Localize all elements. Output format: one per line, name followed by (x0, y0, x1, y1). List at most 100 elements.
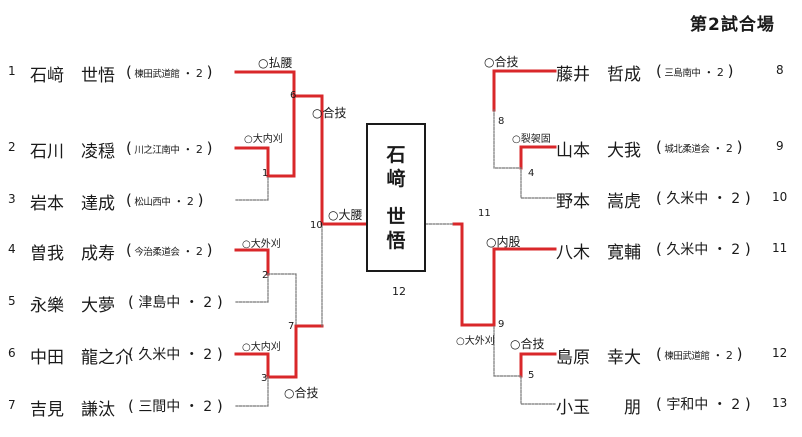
champion-char-4: 悟 (386, 229, 406, 252)
page-title: 第2試合場 (690, 15, 775, 35)
path-p11 (492, 247, 557, 272)
player-school: ( 宇和中 ・ 2 ) (656, 395, 751, 413)
match-number-9: 9 (498, 319, 505, 330)
player-name: 吉見 謙汰 (30, 400, 115, 420)
player-school: ( 城北柔道会 ・ 2 ) (656, 138, 742, 156)
technique-match-8: ○合技 (484, 55, 519, 69)
player-grade: 2 (195, 67, 203, 80)
technique-match-7: ○合技 (284, 386, 319, 400)
player-name: 島原 幸大 (556, 348, 641, 368)
player-name: 石﨑 世悟 (30, 66, 115, 86)
player-school: ( 楝田武道館 ・ 2 ) (126, 63, 212, 81)
path-p8 (492, 69, 557, 112)
player-grade: 2 (725, 349, 733, 362)
player-seed: 3 (8, 192, 16, 206)
path-final-r (452, 222, 464, 327)
player-affiliation: 城北柔道会 (664, 144, 710, 155)
champion-char-1: 石 (386, 143, 406, 166)
player-school: ( 久米中 ・ 2 ) (656, 189, 751, 207)
player-seed: 9 (776, 139, 784, 153)
player-affiliation: 松山西中 (134, 197, 171, 208)
match-number-10: 10 (310, 220, 323, 231)
player-seed: 11 (772, 241, 788, 255)
player-school: ( 今治柔道会 ・ 2 ) (126, 241, 212, 259)
match-number-5: 5 (528, 370, 535, 381)
player-school: ( 三間中 ・ 2 ) (128, 397, 223, 415)
match-number-1: 1 (262, 168, 269, 179)
path-p12 (519, 352, 557, 378)
player-name: 野本 嵩虎 (556, 192, 641, 212)
technique-match-1: ○大内刈 (244, 134, 283, 145)
player-grade: 2 (186, 195, 194, 208)
player-affiliation: 三間中 (138, 399, 181, 415)
player-school: ( 久米中 ・ 2 ) (128, 345, 223, 363)
player-seed: 7 (8, 398, 16, 412)
champion-char-3: 世 (386, 205, 406, 228)
player-seed: 5 (8, 294, 16, 308)
path-m7 (294, 324, 324, 379)
technique-match-9: ○大外刈 (456, 336, 495, 347)
player-affiliation: 三島南中 (664, 68, 701, 79)
player-name: 藤井 哲成 (556, 65, 641, 85)
technique-match-11-r: ○内股 (486, 235, 521, 249)
match-number-8: 8 (498, 116, 505, 127)
player-name: 永樂 大夢 (30, 296, 115, 316)
player-seed: 12 (772, 346, 788, 360)
match-number-12: 12 (392, 285, 406, 298)
player-grade: 2 (731, 397, 741, 413)
path-p9 (519, 145, 557, 170)
technique-match-10-r1: ○合技 (312, 106, 347, 120)
path-p4 (234, 248, 270, 276)
player-seed: 4 (8, 242, 16, 256)
player-affiliation: 今治柔道会 (134, 247, 180, 258)
champion-box: 石 﨑 世 悟 (366, 123, 426, 272)
match-number-7: 7 (288, 321, 295, 332)
player-name: 山本 大我 (556, 141, 641, 161)
player-grade: 2 (731, 242, 741, 258)
player-affiliation: 楝田武道館 (134, 69, 180, 80)
player-name: 岩本 達成 (30, 194, 115, 214)
player-affiliation: 津島中 (138, 295, 181, 311)
player-grade: 2 (195, 245, 203, 258)
player-grade: 2 (725, 142, 733, 155)
player-name: 小玉 朋 (556, 398, 641, 418)
technique-match-10: ○大腰 (328, 208, 363, 222)
player-school: ( 松山西中 ・ 2 ) (126, 191, 203, 209)
player-name: 中田 龍之介 (30, 348, 132, 368)
player-seed: 6 (8, 346, 16, 360)
player-school: ( 津島中 ・ 2 ) (128, 293, 223, 311)
player-affiliation: 久米中 (138, 347, 181, 363)
path-p6 (234, 352, 270, 379)
player-grade: 2 (203, 399, 213, 415)
match-number-6: 6 (290, 90, 297, 101)
player-school: ( 川之江南中 ・ 2 ) (126, 139, 212, 157)
player-grade: 2 (203, 295, 213, 311)
player-school: ( 三島南中 ・ 2 ) (656, 62, 733, 80)
match-number-11: 11 (478, 208, 491, 219)
player-affiliation: 久米中 (666, 242, 709, 258)
player-affiliation: 楝田武道館 (664, 351, 710, 362)
player-school: ( 久米中 ・ 2 ) (656, 240, 751, 258)
match-number-2: 2 (262, 270, 269, 281)
player-grade: 2 (203, 347, 213, 363)
player-school: ( 楝田武道館 ・ 2 ) (656, 345, 742, 363)
player-grade: 2 (195, 143, 203, 156)
technique-match-5: ○合技 (510, 337, 545, 351)
match-number-4: 4 (528, 168, 535, 179)
path-p1 (234, 70, 296, 124)
player-affiliation: 久米中 (666, 191, 709, 207)
player-name: 八木 寛輔 (556, 243, 641, 263)
technique-match-6: ○払腰 (258, 56, 293, 70)
player-name: 石川 凌穏 (30, 142, 115, 162)
player-seed: 1 (8, 64, 16, 78)
technique-match-3: ○大内刈 (242, 342, 281, 353)
player-seed: 13 (772, 396, 788, 410)
technique-match-2: ○大外刈 (242, 239, 281, 250)
player-grade: 2 (716, 66, 724, 79)
player-name: 曽我 成寿 (30, 244, 115, 264)
champion-char-2: 﨑 (386, 167, 406, 190)
player-affiliation: 川之江南中 (134, 145, 180, 156)
player-grade: 2 (731, 191, 741, 207)
path-p2 (234, 120, 296, 178)
